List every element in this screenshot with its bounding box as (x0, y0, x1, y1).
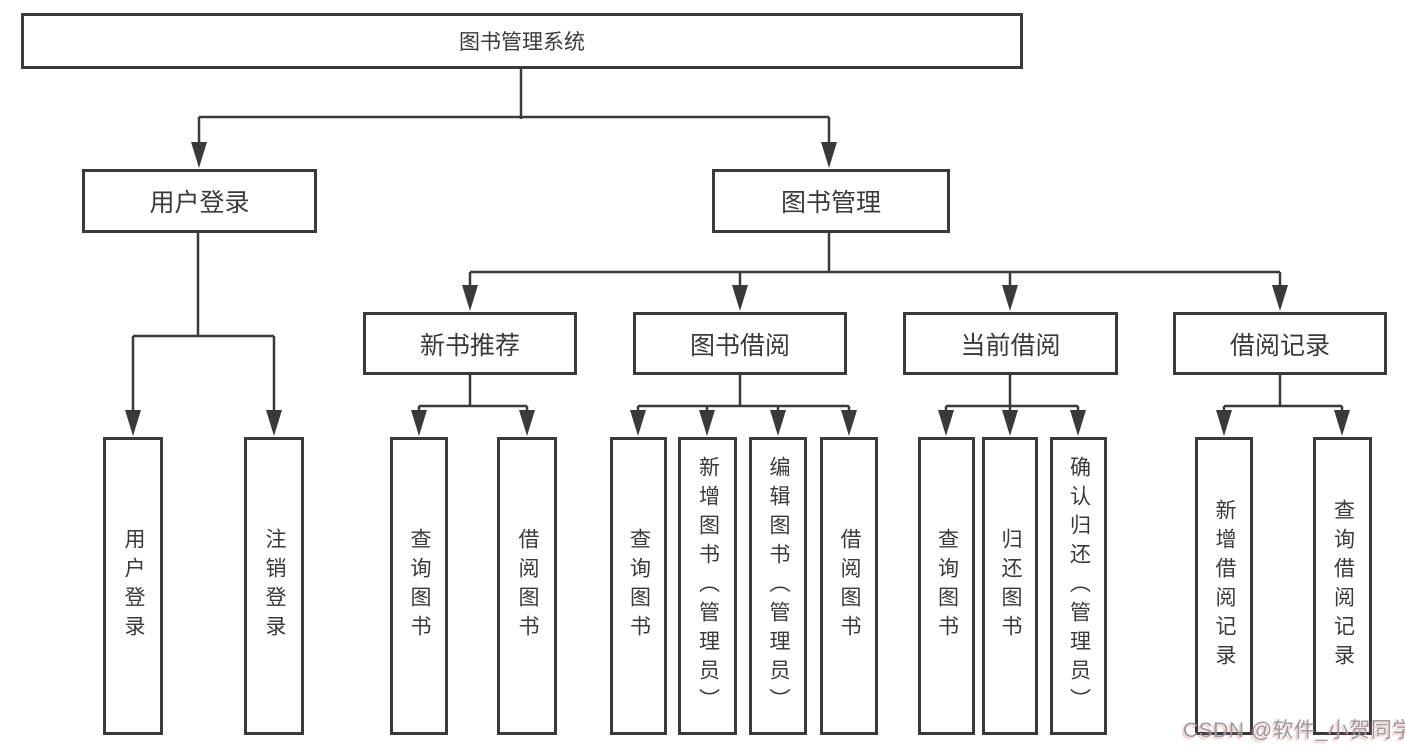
node-label: 新增借阅记录 (1213, 499, 1236, 673)
node-label: 当前借阅 (960, 331, 1061, 360)
node-current-borrowing: 当前借阅 (903, 312, 1118, 375)
arrowheads (125, 142, 1350, 436)
node-return-books: 归还图书 (982, 437, 1038, 735)
node-label: 查询图书 (408, 528, 431, 644)
node-borrow-books-recommend: 借阅图书 (497, 437, 557, 735)
node-label: 注销登录 (263, 528, 286, 644)
node-query-books-current: 查询图书 (918, 437, 975, 735)
node-user-login: 用户登录 (82, 169, 317, 233)
node-label: 图书管理系统 (459, 31, 585, 54)
node-label: 借阅图书 (516, 528, 539, 644)
csdn-watermark: CSDN @软件_小贺同学 (1183, 719, 1405, 742)
node-book-borrowing: 图书借阅 (633, 312, 847, 375)
node-label: 查询借阅记录 (1331, 499, 1355, 673)
node-label: 用户登录 (122, 528, 145, 644)
node-new-book-recommendation: 新书推荐 (363, 312, 577, 375)
node-label: 借阅记录 (1229, 331, 1330, 360)
node-book-management: 图书管理 (712, 169, 950, 233)
node-confirm-return-admin: 确认归还（管理员） (1050, 437, 1107, 735)
node-query-books-recommend: 查询图书 (390, 437, 448, 735)
node-label: 用户登录 (149, 189, 250, 217)
node-label: 图书借阅 (689, 331, 790, 360)
node-query-borrow-record: 查询借阅记录 (1313, 437, 1372, 735)
node-query-books-borrowing: 查询图书 (610, 437, 667, 735)
node-add-book-admin: 新增图书（管理员） (678, 437, 737, 735)
node-library-management-system: 图书管理系统 (21, 13, 1023, 69)
node-label: 借阅图书 (838, 528, 861, 644)
node-user-login-leaf: 用户登录 (103, 437, 163, 735)
node-logout-leaf: 注销登录 (244, 437, 304, 735)
node-label: 查询图书 (935, 528, 959, 644)
node-label: 编辑图书（管理员） (767, 455, 790, 717)
node-borrowing-records: 借阅记录 (1173, 312, 1387, 375)
node-label: 确认归还（管理员） (1067, 455, 1091, 717)
node-label: 新书推荐 (419, 331, 520, 360)
node-borrow-books-borrowing: 借阅图书 (820, 437, 878, 735)
node-label: 归还图书 (999, 528, 1022, 644)
node-label: 图书管理 (780, 189, 881, 217)
node-add-borrow-record: 新增借阅记录 (1195, 437, 1253, 735)
node-label: 新增图书（管理员） (696, 455, 720, 717)
node-label: 查询图书 (627, 528, 651, 644)
node-edit-book-admin: 编辑图书（管理员） (749, 437, 807, 735)
